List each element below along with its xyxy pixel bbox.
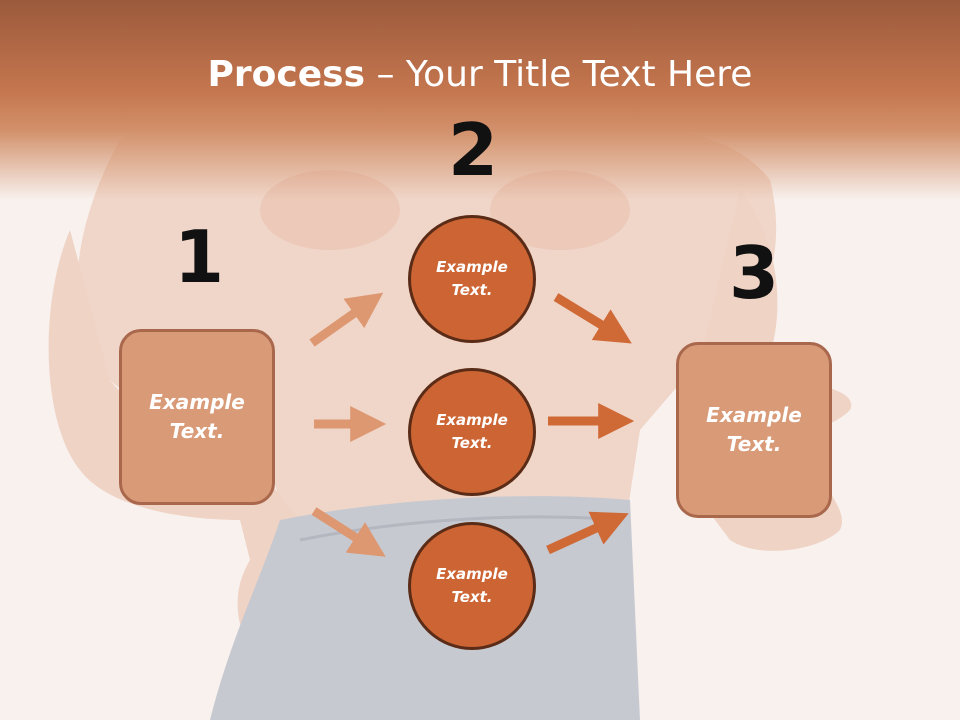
title-bar bbox=[0, 0, 960, 200]
right-box: Example Text. bbox=[676, 342, 832, 518]
left-box-text: Example Text. bbox=[149, 390, 245, 443]
step-number-3: 3 bbox=[728, 231, 780, 315]
step-number-1: 1 bbox=[173, 215, 225, 299]
circle-3: Example Text. bbox=[408, 522, 536, 650]
left-box: Example Text. bbox=[119, 329, 275, 505]
title-bold: Process bbox=[207, 54, 366, 95]
circle-1-text: Example Text. bbox=[436, 258, 508, 299]
circle-2-text: Example Text. bbox=[436, 411, 508, 452]
circle-1: Example Text. bbox=[408, 215, 536, 343]
circle-3-text: Example Text. bbox=[436, 565, 508, 606]
arrow-to-circle-1 bbox=[309, 292, 384, 347]
circle-2: Example Text. bbox=[408, 368, 536, 496]
arrow-from-circle-1 bbox=[553, 293, 632, 344]
arrow-to-circle-3 bbox=[311, 507, 386, 557]
arrow-from-circle-3 bbox=[546, 511, 629, 555]
page-title: Process – Your Title Text Here bbox=[0, 52, 960, 98]
title-rest: – Your Title Text Here bbox=[365, 54, 753, 95]
right-box-text: Example Text. bbox=[706, 403, 802, 456]
step-number-2: 2 bbox=[447, 108, 499, 192]
